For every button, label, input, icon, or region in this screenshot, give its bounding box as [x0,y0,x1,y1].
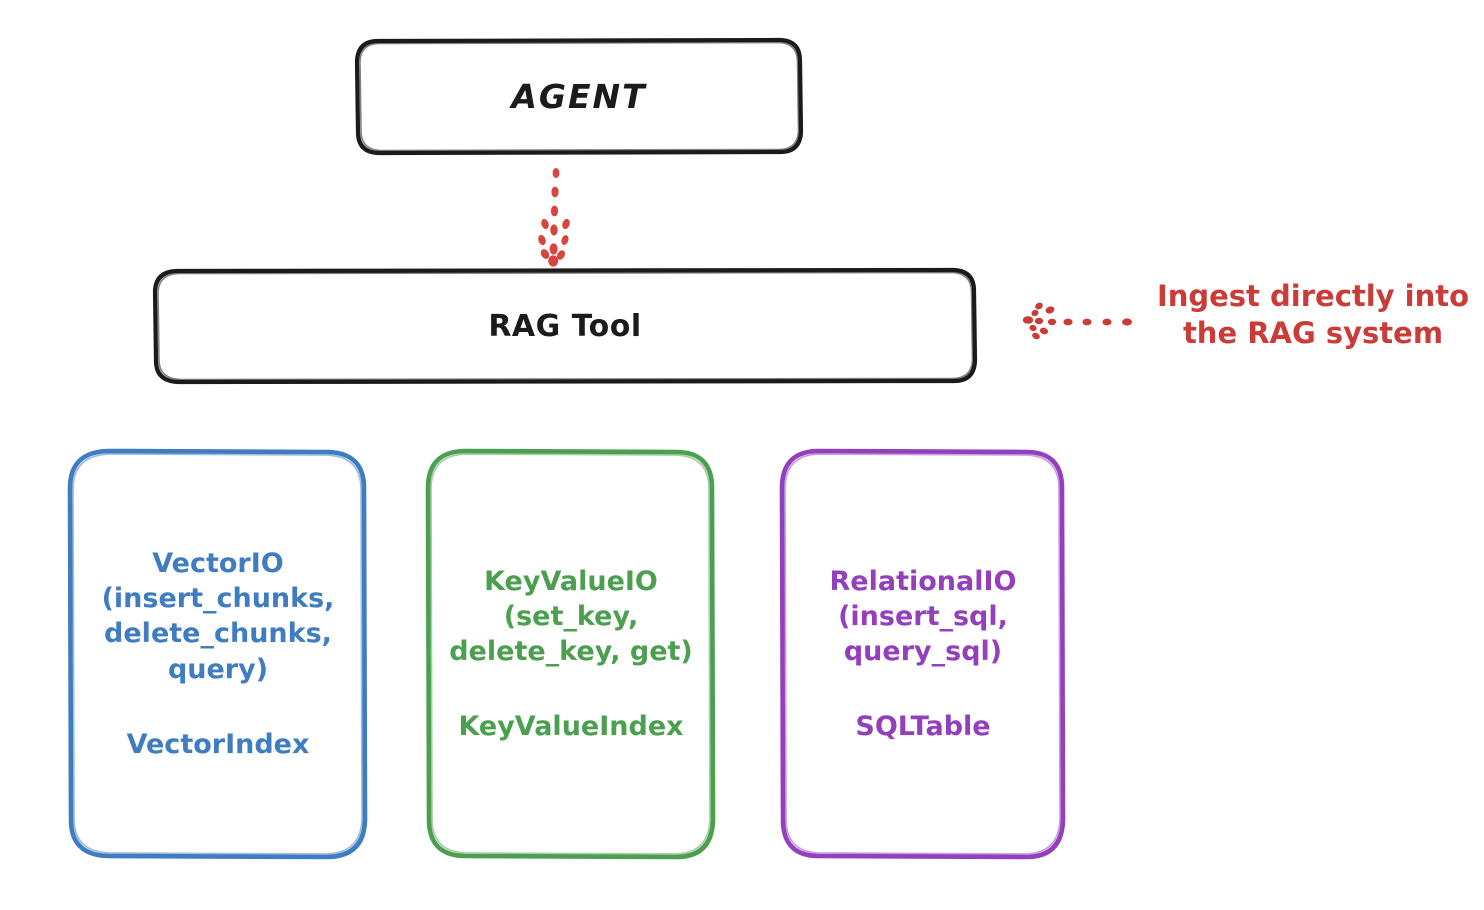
relational-io-box[interactable] [779,448,1066,860]
key-value-io-box[interactable] [425,448,716,860]
agent-box[interactable] [354,37,804,156]
rag-tool-box[interactable] [152,267,978,385]
annotation-to-rag-tool-arrow-icon [1022,302,1132,340]
agent-to-rag-tool-arrow-icon [538,168,570,267]
vector-io-box[interactable] [67,448,368,860]
